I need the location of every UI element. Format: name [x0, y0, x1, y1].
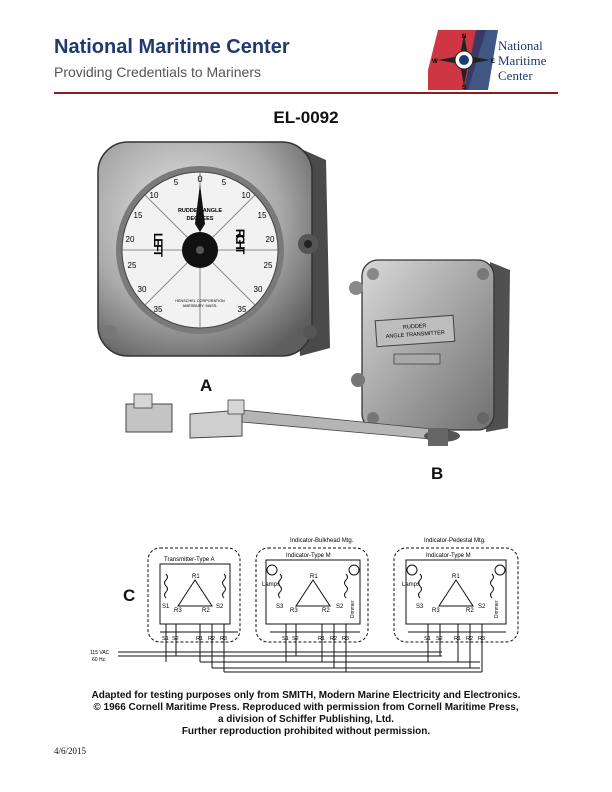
group-2-dimmer: Dimmer	[350, 600, 356, 618]
dial-left-15: 15	[134, 211, 143, 220]
compass-e: E	[491, 59, 495, 65]
t-term-r1: R1	[196, 636, 203, 642]
supply-label-1: 115 VAC	[90, 650, 110, 656]
header-divider	[54, 92, 558, 94]
label-c: C	[123, 586, 136, 605]
group-2-header: Indicator-Bulkhead Mtg.	[290, 538, 354, 544]
dial-maker-2: AMESBURY, MASS.	[183, 304, 218, 308]
dial-left-10: 10	[150, 191, 159, 200]
b-term-r1: R1	[318, 636, 325, 642]
p-r1: R1	[452, 574, 460, 580]
header-subtitle: Providing Credentials to Mariners	[54, 64, 261, 80]
rudder-angle-indicator: 0 5 10 15 20 25 30 35 5 10 15 20 25 30 3…	[97, 141, 330, 357]
logo-text: National Maritime Center	[498, 38, 546, 83]
dial-zero: 0	[197, 174, 202, 184]
t-term-r2: R2	[208, 636, 215, 642]
rudder-angle-transmitter: RUDDER ANGLE TRANSMITTER	[349, 259, 510, 432]
bulkhead-enclosure	[255, 547, 369, 643]
dial-left-5: 5	[174, 178, 179, 187]
b-s2: S2	[336, 604, 344, 610]
transmitter-plate-2: ANGLE TRANSMITTER	[386, 330, 445, 340]
t-s2: S2	[216, 604, 224, 610]
pedestal-indicator-box	[405, 559, 507, 625]
b-r1: R1	[310, 574, 318, 580]
b-term-r3: R3	[342, 636, 349, 642]
b-term-r2: R2	[330, 636, 337, 642]
group-3-box-title: Indicator-Type M	[426, 553, 471, 559]
dial-right-25: 25	[264, 261, 273, 270]
b-r3: R3	[290, 608, 298, 614]
logo-line-1: National	[498, 38, 543, 53]
t-term-r3: R3	[220, 636, 227, 642]
group-3-dimmer: Dimmer	[494, 600, 500, 618]
dial-pointer	[195, 184, 205, 232]
bulkhead-indicator-box	[265, 559, 361, 625]
wiring-diagram: Indicator-Bulkhead Mtg. Indicator-Pedest…	[90, 538, 519, 673]
dial-right-20: 20	[266, 235, 275, 244]
group-2-lamps: Lamps	[262, 582, 280, 588]
footer-line-4: Further reproduction prohibited without …	[181, 726, 431, 737]
transmitter-plate-1: RUDDER	[403, 323, 427, 331]
footer-credit: Adapted for testing purposes only from S…	[0, 690, 612, 738]
dial-right-15: 15	[258, 211, 267, 220]
p-term-r1: R1	[454, 636, 461, 642]
logo-line-3: Center	[498, 68, 533, 83]
nmc-logo: N E S W National Maritime Center	[423, 30, 558, 91]
footer-line-2: © 1966 Cornell Maritime Press. Reproduce…	[93, 702, 519, 713]
footer-line-3: a division of Schiffer Publishing, Ltd.	[217, 714, 395, 725]
b-term-s1: S1	[282, 636, 289, 642]
p-s2: S2	[478, 604, 486, 610]
logo-line-2: Maritime	[498, 53, 547, 68]
compass-w: W	[432, 59, 438, 65]
header-title: National Maritime Center	[54, 36, 290, 58]
dial-maker-1: HENSCHEL CORPORATION	[175, 299, 225, 303]
t-r1: R1	[192, 574, 200, 580]
compass-n: N	[462, 34, 466, 40]
p-s3: S3	[416, 604, 424, 610]
b-r2: R2	[322, 608, 330, 614]
b-s3: S3	[276, 604, 284, 610]
dial-right-10: 10	[242, 191, 251, 200]
p-term-r2: R2	[466, 636, 473, 642]
footer-line-1: Adapted for testing purposes only from S…	[91, 690, 521, 701]
p-term-s1: S1	[424, 636, 431, 642]
linkage-arm	[125, 393, 460, 446]
t-s1: S1	[162, 604, 170, 610]
group-1-box-title: Transmitter-Type A	[164, 557, 214, 563]
pedestal-enclosure	[393, 547, 519, 643]
dial-right-30: 30	[254, 285, 263, 294]
dial-left-word: LEFT	[151, 233, 165, 258]
compass-s: S	[462, 85, 466, 90]
dial-right-35: 35	[238, 305, 247, 314]
t-r2: R2	[202, 608, 210, 614]
dial-left-20: 20	[126, 235, 135, 244]
compass-rose-icon: N E S W	[423, 30, 498, 91]
transmitter-enclosure	[147, 547, 241, 643]
supply-label-2: 60 Hz.	[92, 657, 106, 663]
b-term-s2: S2	[292, 636, 299, 642]
document-id: EL-0092	[273, 108, 339, 127]
p-r3: R3	[432, 608, 440, 614]
transmitter-nameplate	[374, 314, 456, 348]
p-term-s2: S2	[436, 636, 443, 642]
label-b: B	[431, 464, 444, 483]
dial-right-word: RIGHT	[233, 229, 247, 255]
dial-right-5: 5	[222, 178, 227, 187]
dial-left-30: 30	[138, 285, 147, 294]
document-date: 4/6/2015	[54, 746, 87, 756]
group-3-header: Indicator-Pedestal Mtg.	[424, 538, 486, 544]
dial-left-25: 25	[128, 261, 137, 270]
p-r2: R2	[466, 608, 474, 614]
equipment-photo: 0 5 10 15 20 25 30 35 5 10 15 20 25 30 3…	[97, 141, 510, 446]
p-term-r3: R3	[478, 636, 485, 642]
t-term-s2: S2	[172, 636, 179, 642]
dial-left-35: 35	[154, 305, 163, 314]
t-r3: R3	[174, 608, 182, 614]
transmitter-box	[159, 563, 231, 625]
group-2-box-title: Indicator-Type M	[286, 553, 331, 559]
group-3-lamps: Lamps	[402, 582, 420, 588]
t-term-s1: S1	[162, 636, 169, 642]
label-a: A	[200, 376, 213, 395]
